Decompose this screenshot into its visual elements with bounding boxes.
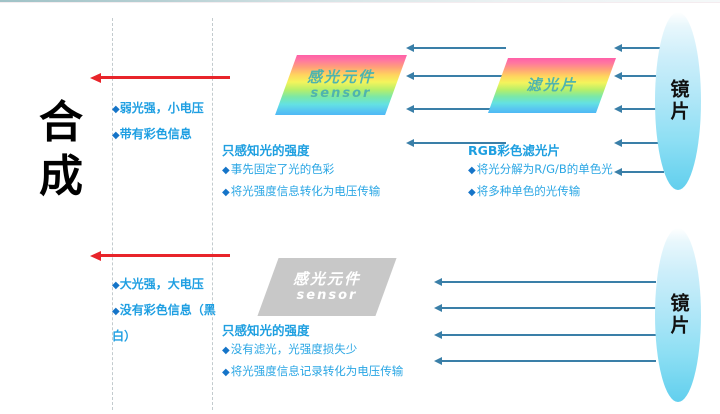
arrow-shaft [621, 142, 664, 144]
sensor-note-top-1: ◆将光强度信息转化为电压传输 [222, 184, 381, 198]
sensor-plate-top-title-cn: 感光元件 [306, 67, 375, 86]
dashed-guide-left [112, 18, 113, 410]
light-ray-filter-2 [614, 105, 664, 113]
arrow-shaft [621, 47, 664, 49]
arrowhead-left-icon [406, 44, 414, 52]
light-ray-bottom-0 [434, 278, 656, 286]
diamond-bullet-icon: ◆ [112, 104, 120, 115]
arrow-shaft [621, 108, 664, 110]
light-ray-sensor-0 [406, 44, 506, 52]
arrow-shaft [441, 281, 656, 283]
output-note-top-0: ◆弱光强，小电压 [112, 101, 204, 115]
sensor-note-bottom-1: ◆将光强度信息记录转化为电压传输 [222, 364, 404, 378]
diamond-bullet-icon: ◆ [222, 345, 230, 356]
diamond-bullet-icon: ◆ [112, 130, 120, 141]
sensor-plate-top-labels: 感光元件 sensor [306, 67, 375, 102]
filter-plate-title-cn: 滤光片 [526, 76, 578, 95]
light-ray-filter-3 [614, 139, 664, 147]
diamond-bullet-icon: ◆ [112, 306, 120, 317]
arrowhead-left-icon [434, 357, 442, 365]
diamond-bullet-icon: ◆ [468, 187, 476, 198]
sensor-plate-bottom: 感光元件 sensor [257, 258, 397, 316]
arrow-shaft [621, 75, 664, 77]
sensor-notes-top-heading: 只感知光的强度 [222, 143, 310, 158]
sensor-plate-top: 感光元件 sensor [275, 55, 407, 115]
sensor-plate-bottom-title-cn: 感光元件 [292, 269, 361, 288]
page-title: 合成 [39, 97, 85, 202]
top-rule-divider [0, 0, 720, 2]
dashed-guide-right [212, 18, 213, 410]
output-notes-top: ◆弱光强，小电压 ◆带有彩色信息 [112, 96, 216, 148]
sensor-note-top-0: ◆事先固定了光的色彩 [222, 162, 335, 176]
arrowhead-left-icon [434, 304, 442, 312]
filter-notes: RGB彩色滤光片 ◆将光分解为R/G/B的单色光 ◆将多种单色的光传输 [468, 142, 613, 203]
lens-bottom: 镜片 [655, 228, 701, 402]
arrow-shaft [99, 76, 230, 79]
light-ray-filter-0 [614, 44, 664, 52]
light-ray-bottom-1 [434, 304, 656, 312]
output-note-top-1: ◆带有彩色信息 [112, 127, 192, 141]
diamond-bullet-icon: ◆ [468, 165, 476, 176]
arrowhead-left-icon [614, 139, 622, 147]
light-ray-sensor-1 [406, 72, 506, 80]
output-arrow-top [90, 73, 230, 83]
top-rule-divider-secondary [0, 2, 720, 3]
lens-bottom-label: 镜片 [667, 293, 690, 337]
arrowhead-left-icon [434, 278, 442, 286]
arrowhead-left-icon [90, 73, 101, 83]
light-ray-filter-1 [614, 72, 664, 80]
arrow-shaft [413, 142, 506, 144]
diamond-bullet-icon: ◆ [222, 187, 230, 198]
lens-top-label: 镜片 [667, 79, 690, 123]
arrowhead-left-icon [614, 72, 622, 80]
light-ray-sensor-3 [406, 139, 506, 147]
light-ray-bottom-2 [434, 331, 656, 339]
arrowhead-left-icon [614, 168, 622, 176]
arrow-shaft [413, 47, 506, 49]
output-note-bottom-1: ◆没有彩色信息（黑白） [112, 303, 216, 343]
arrowhead-left-icon [406, 105, 414, 113]
arrow-shaft [441, 334, 656, 336]
output-note-bottom-0: ◆大光强，大电压 [112, 277, 204, 291]
output-arrow-bottom [90, 251, 230, 261]
light-ray-sensor-2 [406, 105, 506, 113]
arrow-shaft [413, 75, 506, 77]
filter-note-1: ◆将多种单色的光传输 [468, 184, 581, 198]
sensor-note-bottom-0: ◆没有滤光，光强度损失少 [222, 342, 358, 356]
sensor-notes-bottom-heading: 只感知光的强度 [222, 323, 310, 338]
filter-plate-labels: 滤光片 [526, 76, 578, 95]
diamond-bullet-icon: ◆ [222, 165, 230, 176]
diamond-bullet-icon: ◆ [222, 367, 230, 378]
arrow-shaft [441, 360, 656, 362]
arrow-shaft [441, 307, 656, 309]
sensor-plate-bottom-labels: 感光元件 sensor [292, 269, 361, 304]
arrowhead-left-icon [90, 251, 101, 261]
output-notes-bottom: ◆大光强，大电压 ◆没有彩色信息（黑白） [112, 272, 216, 348]
arrow-shaft [99, 254, 230, 257]
arrow-shaft [413, 108, 506, 110]
arrowhead-left-icon [614, 105, 622, 113]
filter-notes-heading: RGB彩色滤光片 [468, 143, 560, 158]
diamond-bullet-icon: ◆ [112, 280, 120, 291]
sensor-plate-top-title-en: sensor [310, 86, 372, 102]
light-ray-filter-4 [614, 168, 664, 176]
sensor-notes-top: 只感知光的强度 ◆事先固定了光的色彩 ◆将光强度信息转化为电压传输 [222, 142, 380, 203]
light-ray-bottom-3 [434, 357, 656, 365]
lens-top: 镜片 [655, 12, 701, 190]
arrowhead-left-icon [406, 139, 414, 147]
sensor-notes-bottom: 只感知光的强度 ◆没有滤光，光强度损失少 ◆将光强度信息记录转化为电压传输 [222, 322, 403, 383]
sensor-plate-bottom-title-en: sensor [296, 288, 358, 304]
filter-note-0: ◆将光分解为R/G/B的单色光 [468, 162, 613, 176]
filter-plate: 滤光片 [487, 58, 617, 113]
arrowhead-left-icon [406, 72, 414, 80]
arrowhead-left-icon [434, 331, 442, 339]
arrowhead-left-icon [614, 44, 622, 52]
arrow-shaft [621, 171, 664, 173]
